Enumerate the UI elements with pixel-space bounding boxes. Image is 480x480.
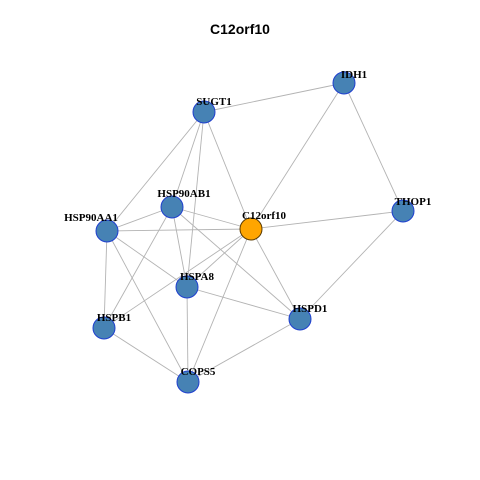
edge-hspb1-cops5 bbox=[103, 327, 189, 383]
edge-thop1-hspd1 bbox=[299, 210, 404, 320]
node-c12orf10[interactable] bbox=[239, 217, 263, 241]
edge-hsp90aa1-c12orf10 bbox=[106, 228, 252, 232]
node-label-hspb1: HSPB1 bbox=[97, 312, 131, 324]
edge-sugt1-hsp90aa1 bbox=[106, 111, 205, 232]
node-label-thop1: THOP1 bbox=[395, 196, 432, 208]
node-sugt1[interactable] bbox=[192, 100, 216, 124]
node-layer bbox=[92, 71, 415, 394]
node-thop1[interactable] bbox=[391, 199, 415, 223]
edge-c12orf10-thop1 bbox=[250, 210, 404, 230]
edge-hsp90ab1-c12orf10 bbox=[171, 206, 252, 230]
node-label-hspa8: HSPA8 bbox=[180, 271, 215, 283]
edge-layer bbox=[103, 82, 404, 383]
edge-idh1-thop1 bbox=[343, 82, 404, 212]
edge-hsp90ab1-hsp90aa1 bbox=[106, 206, 173, 232]
node-hspa8[interactable] bbox=[175, 275, 199, 299]
figure-title: C12orf10 bbox=[210, 21, 270, 37]
edge-hsp90aa1-hspa8 bbox=[106, 230, 188, 288]
edge-idh1-c12orf10 bbox=[250, 82, 345, 230]
edge-hsp90aa1-cops5 bbox=[106, 230, 189, 383]
edge-c12orf10-hspb1 bbox=[103, 228, 252, 329]
node-cops5[interactable] bbox=[176, 370, 200, 394]
edge-sugt1-hspa8 bbox=[186, 111, 205, 288]
edge-sugt1-c12orf10 bbox=[203, 111, 252, 230]
node-hsp90aa1[interactable] bbox=[95, 219, 119, 243]
node-label-cops5: COPS5 bbox=[181, 366, 216, 378]
edge-hspa8-hspd1 bbox=[186, 286, 301, 320]
node-label-hspd1: HSPD1 bbox=[293, 303, 328, 315]
node-label-sugt1: SUGT1 bbox=[196, 96, 231, 108]
node-idh1[interactable] bbox=[332, 71, 356, 95]
edge-c12orf10-hspa8 bbox=[186, 228, 252, 288]
node-label-hsp90ab1: HSP90AB1 bbox=[157, 188, 210, 200]
edge-hsp90ab1-hspd1 bbox=[171, 206, 301, 320]
edge-c12orf10-hspd1 bbox=[250, 228, 301, 320]
edge-hsp90ab1-hspb1 bbox=[103, 206, 173, 329]
edge-sugt1-hsp90ab1 bbox=[171, 111, 205, 208]
node-label-c12orf10: C12orf10 bbox=[242, 210, 286, 222]
node-label-idh1: IDH1 bbox=[341, 69, 367, 81]
node-hspb1[interactable] bbox=[92, 316, 116, 340]
node-label-hsp90aa1: HSP90AA1 bbox=[64, 212, 118, 224]
edge-hspa8-cops5 bbox=[186, 286, 189, 383]
edge-hsp90aa1-hspb1 bbox=[103, 230, 108, 329]
node-hspd1[interactable] bbox=[288, 307, 312, 331]
edge-c12orf10-cops5 bbox=[187, 228, 252, 383]
edge-sugt1-idh1 bbox=[203, 82, 345, 113]
node-hsp90ab1[interactable] bbox=[160, 195, 184, 219]
edge-hspd1-cops5 bbox=[187, 318, 301, 383]
